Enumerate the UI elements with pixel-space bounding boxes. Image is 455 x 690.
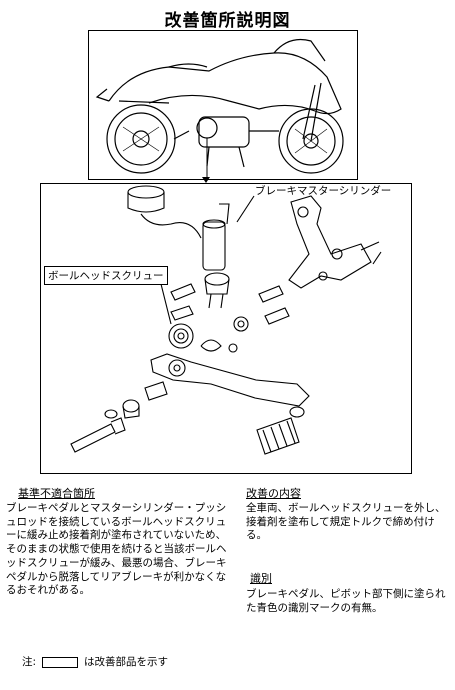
parts-exploded-view-frame: ブレーキマスターシリンダー ボールヘッドスクリュー — [40, 183, 412, 474]
identification-heading: 識別 — [250, 572, 272, 585]
remedy-description: 全車両、ボールヘッドスクリューを外し、接着剤を塗布して規定トルクで締め付ける。 — [246, 502, 446, 542]
remedy-heading: 改善の内容 — [246, 487, 301, 500]
motorcycle-illustration — [95, 38, 344, 177]
motorcycle-illustration-frame — [88, 30, 358, 180]
parts-exploded-view — [70, 185, 382, 455]
defect-description: ブレーキペダルとマスターシリンダー・プッシュロッドを接続しているボールヘッドスク… — [6, 502, 227, 597]
callout-ball-head-screw: ボールヘッドスクリュー — [44, 266, 168, 285]
footnote: 注: は改善部品を示す — [22, 654, 168, 669]
page-title: 改善箇所説明図 — [162, 11, 293, 33]
improved-part-legend-box — [42, 656, 79, 668]
identification-description: ブレーキペダル、ピボット部下側に塗られた青色の識別マークの有無。 — [246, 588, 446, 614]
defect-heading: 基準不適合箇所 — [18, 487, 95, 500]
note-text: は改善部品を示す — [84, 656, 169, 668]
callout-master-cylinder: ブレーキマスターシリンダー — [255, 185, 392, 197]
note-prefix: 注: — [22, 656, 37, 668]
